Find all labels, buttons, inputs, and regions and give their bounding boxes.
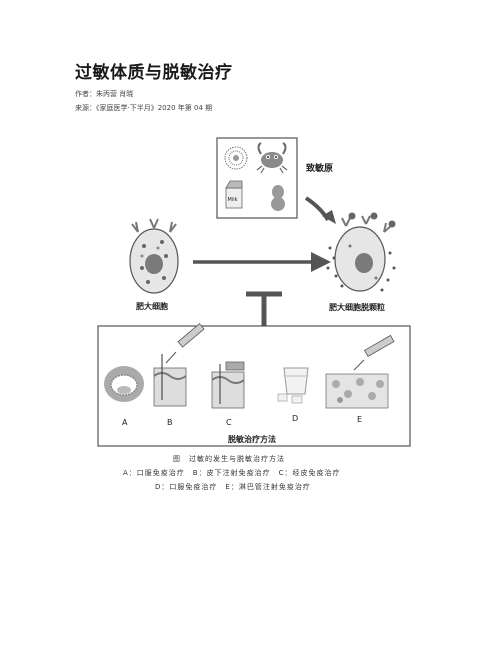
main-arrow-head [311,252,331,272]
oral-glass-icon [277,367,309,404]
allergen-label: 致敏原 [306,162,333,174]
milk-carton-icon: Milk [225,180,243,209]
method-letter-a: A [122,418,128,427]
mast-cell [129,218,179,294]
figure-caption-title: 图 过敏的发生与脱敏治疗方法 [173,455,285,463]
method-letter-c: C [226,418,232,427]
allergy-figure: Milk 致敏原 肥大细胞 肥大细胞脱颗粒 [97,137,411,447]
degranulating-mast-cell [326,212,396,292]
mast-cell-label: 肥大细胞 [136,301,168,311]
milk-label: Milk [228,197,238,203]
peanut-icon [271,185,285,211]
author-line: 作者：朱丙营 肖晓 [75,90,134,98]
therapy-box-label: 脱敏治疗方法 [228,434,276,444]
page-title: 过敏体质与脱敏治疗 [75,63,233,83]
figure-caption-line-2: A：口服免疫治疗 B：皮下注射免疫治疗 C：经皮免疫治疗 [123,469,341,477]
source-line: 来源：《家庭医学·下半月》2020 年第 04 期 [75,104,213,112]
allergen-arrow-head [322,210,336,224]
subcutaneous-injection-icon [153,323,205,407]
crab-icon [256,142,288,174]
lymphatic-injection-icon [325,334,395,409]
method-letter-b: B [167,418,173,427]
syringe-icon [353,334,395,371]
transdermal-patch-icon [211,361,245,409]
therapy-methods-box: A B C D E 脱敏治疗方法 [97,323,411,447]
pollen-flower-icon [224,146,248,170]
method-letter-d: D [292,414,298,423]
oral-mouth-icon [104,366,144,402]
method-letter-e: E [357,415,362,424]
syringe-icon [165,323,205,364]
figure-caption-line-3: D：口服免疫治疗 E：淋巴管注射免疫治疗 [155,483,311,491]
degranulation-label: 肥大细胞脱颗粒 [329,302,385,312]
allergen-box: Milk [216,137,298,219]
